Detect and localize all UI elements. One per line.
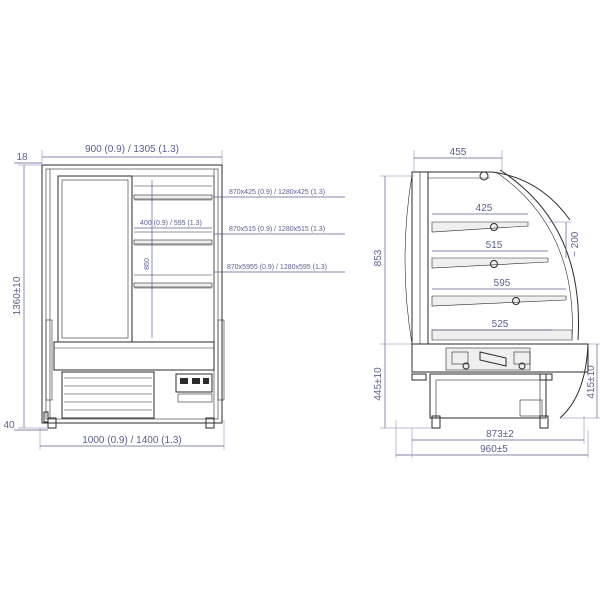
dim-height: 1360±10: [12, 276, 23, 315]
dim-upper-height: 853: [373, 249, 384, 266]
dim-inner-height: 860: [144, 258, 151, 270]
dim-shelf-pitch: 200: [570, 231, 581, 248]
dim-total-depth: 960±5: [480, 444, 508, 455]
dim-base-depth: 873±2: [486, 429, 514, 440]
dim-shelf-mid: 870x515 (0.9) / 1280x515 (1.3): [229, 226, 325, 233]
dim-base: 40: [3, 420, 15, 431]
dim-right-height: 415±10: [586, 365, 597, 399]
dim-shelf-low: 870x5955 (0.9) / 1280x595 (1.3): [227, 264, 327, 271]
dim-shelf1: 425: [476, 203, 493, 214]
dim-shelf2: 515: [486, 240, 503, 251]
side-dimensions: 455 425 515 595 525 200 ~ 853 445±10 415…: [373, 147, 600, 458]
side-view: [404, 169, 589, 429]
dim-side-offset: 18: [16, 152, 28, 163]
front-view: [41, 164, 225, 429]
dim-shelf-inner: 400 (0.9) / 595 (1.3): [140, 220, 202, 227]
dim-bottom-width: 1000 (0.9) / 1400 (1.3): [82, 435, 182, 446]
dim-shelf4: 525: [492, 319, 509, 330]
control-panel: [175, 373, 213, 403]
front-shelves: [133, 185, 213, 289]
dim-top-depth: 455: [450, 147, 467, 158]
side-shelves: [431, 221, 573, 341]
dim-shelf-top: 870x425 (0.9) / 1280x425 (1.3): [229, 189, 325, 196]
ventilation-grille: [61, 371, 155, 419]
dim-top-width: 900 (0.9) / 1305 (1.3): [85, 144, 179, 155]
dim-shelf3: 595: [494, 278, 511, 289]
dim-lower-height: 445±10: [373, 367, 384, 401]
svg-text:~: ~: [570, 251, 581, 257]
front-dimensions: 900 (0.9) / 1305 (1.3) 18 1360±10 40 100…: [3, 144, 345, 450]
